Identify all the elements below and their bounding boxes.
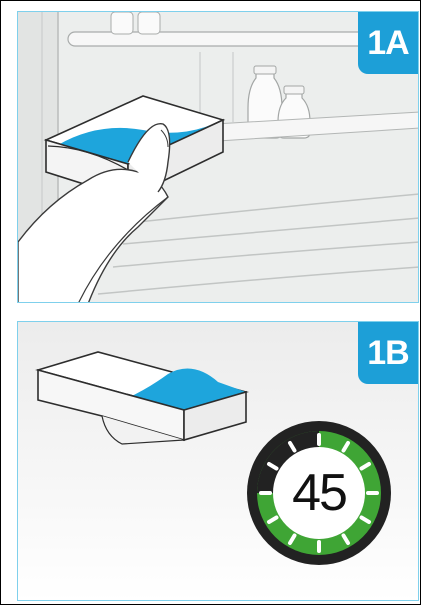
- step-1a-panel: 1A: [17, 11, 419, 303]
- step-1b-panel: 1B 45: [17, 321, 419, 601]
- step-badge-1a: 1A: [358, 12, 418, 74]
- step-badge-1b: 1B: [358, 322, 418, 384]
- timer-minutes-label: 45: [273, 447, 365, 539]
